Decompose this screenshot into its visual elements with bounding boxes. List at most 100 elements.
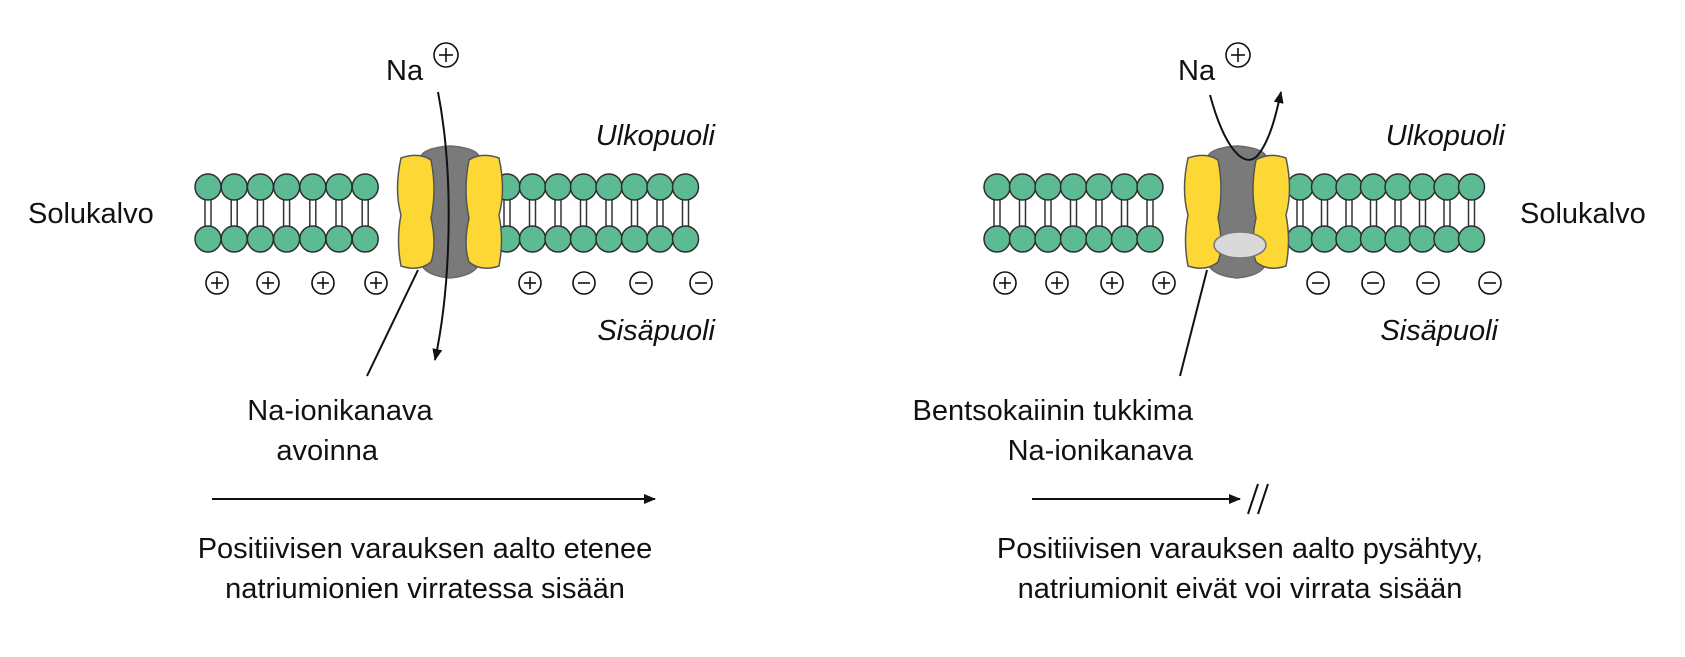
lipid-head xyxy=(518,225,547,253)
lipid-head xyxy=(325,173,353,201)
minus-charge-icon: − xyxy=(689,271,713,295)
lipid-unit xyxy=(595,173,623,253)
lipid-unit xyxy=(1008,173,1037,253)
lipid-unit xyxy=(325,173,353,253)
lipid-head xyxy=(1310,173,1339,201)
lipid-head xyxy=(646,173,674,201)
lipid-head xyxy=(1457,225,1486,253)
left-ion-symbol: Na xyxy=(386,55,424,87)
plus-charge-icon: + xyxy=(1100,271,1124,295)
lipid-unit xyxy=(1408,173,1437,253)
right-caption-line2: natriumionit eivät voi virrata sisään xyxy=(1018,573,1463,605)
lipid-head xyxy=(1384,225,1412,253)
minus-charge-icon: − xyxy=(629,271,653,295)
lipid-unit xyxy=(220,173,248,253)
lipid-head xyxy=(1059,173,1088,201)
lipid-head xyxy=(246,173,275,201)
right-channel-label-line1: Bentsokaiinin tukkima xyxy=(913,395,1194,427)
right-charge-row: ++++−−−− xyxy=(993,271,1502,295)
lipid-head xyxy=(569,173,598,201)
lipid-unit xyxy=(194,173,222,253)
left-caption-line2: natriumionien virratessa sisään xyxy=(225,573,625,605)
right-channel-label: Bentsokaiinin tukkima xyxy=(913,395,1194,427)
lipid-head xyxy=(1059,225,1088,253)
lipid-unit xyxy=(1286,173,1314,253)
lipid-head xyxy=(983,173,1011,201)
lipid-head xyxy=(272,225,301,253)
left-membrane-label: Solukalvo xyxy=(28,198,154,230)
lipid-head xyxy=(1008,173,1037,201)
lipid-head xyxy=(1408,225,1437,253)
minus-charge-icon: − xyxy=(1478,271,1502,295)
lipid-unit xyxy=(518,173,547,253)
lipid-head xyxy=(1433,225,1461,253)
lipid-unit xyxy=(1085,173,1113,253)
lipid-head xyxy=(1034,173,1062,201)
lipid-head xyxy=(1359,225,1388,253)
lipid-unit xyxy=(569,173,598,253)
lipid-head xyxy=(1433,173,1461,201)
lipid-unit xyxy=(299,173,327,253)
right-caption-line1: Positiivisen varauksen aalto pysähtyy, xyxy=(997,533,1483,565)
left-channel-label-2: avoinna xyxy=(276,435,378,467)
lipid-unit xyxy=(246,173,275,253)
lipid-head xyxy=(194,225,222,253)
left-outside-label: Ulkopuoli xyxy=(596,120,717,152)
plus-charge-icon: + xyxy=(364,271,388,295)
lipid-head xyxy=(1457,173,1486,201)
blocker-molecule xyxy=(1213,231,1267,259)
left-channel-label-line1: Na-ionikanava xyxy=(247,395,433,427)
lipid-head xyxy=(1286,225,1314,253)
lipid-head xyxy=(1335,225,1363,253)
lipid-unit xyxy=(620,173,649,253)
plus-charge-icon: + xyxy=(1152,271,1176,295)
lipid-head xyxy=(1408,173,1437,201)
right-deflected-arrow xyxy=(1209,91,1284,161)
lipid-head xyxy=(595,173,623,201)
lipid-unit xyxy=(544,173,572,253)
lipid-head xyxy=(1085,173,1113,201)
lipid-unit xyxy=(1059,173,1088,253)
lipid-unit xyxy=(671,173,700,253)
lipid-head xyxy=(1136,225,1164,253)
right-channel-label-2: Na-ionikanava xyxy=(1008,435,1194,467)
right-membrane-label: Solukalvo xyxy=(1520,198,1646,230)
minus-charge-icon: − xyxy=(1361,271,1385,295)
lipid-unit xyxy=(1433,173,1461,253)
lipid-head xyxy=(1034,225,1062,253)
right-inside-label: Sisäpuoli xyxy=(1380,315,1499,347)
lipid-unit xyxy=(1110,173,1139,253)
lipid-unit xyxy=(272,173,301,253)
lipid-unit xyxy=(646,173,674,253)
left-caption-line1: Positiivisen varauksen aalto etenee xyxy=(198,533,653,565)
lipid-head xyxy=(620,225,649,253)
break-mark-icon xyxy=(1247,483,1269,515)
right-channel-pointer xyxy=(1179,269,1208,377)
minus-charge-icon: − xyxy=(1306,271,1330,295)
lipid-head xyxy=(983,225,1011,253)
right-ion-channel-blocked xyxy=(1183,145,1291,279)
lipid-head xyxy=(246,225,275,253)
left-charge-row: +++++−−− xyxy=(205,271,713,295)
plus-charge-icon: + xyxy=(205,271,229,295)
lipid-head xyxy=(1335,173,1363,201)
left-membrane xyxy=(194,173,700,253)
lipid-unit xyxy=(1335,173,1363,253)
lipid-head xyxy=(1110,173,1139,201)
left-ion-charge-icon xyxy=(433,42,459,68)
plus-charge-icon: + xyxy=(993,271,1017,295)
lipid-head xyxy=(1085,225,1113,253)
lipid-head xyxy=(569,225,598,253)
lipid-head xyxy=(518,173,547,201)
plus-charge-icon: + xyxy=(1045,271,1069,295)
lipid-head xyxy=(544,173,572,201)
lipid-unit xyxy=(1457,173,1486,253)
left-panel: +++++−−− Na UlkopuoliSisäpuoliSolukalvo … xyxy=(28,42,717,605)
minus-charge-icon: − xyxy=(572,271,596,295)
lipid-head xyxy=(351,173,379,201)
left-ion-channel-open xyxy=(396,145,504,279)
lipid-unit xyxy=(351,173,379,253)
right-membrane xyxy=(983,173,1486,253)
right-outside-label: Ulkopuoli xyxy=(1386,120,1507,152)
